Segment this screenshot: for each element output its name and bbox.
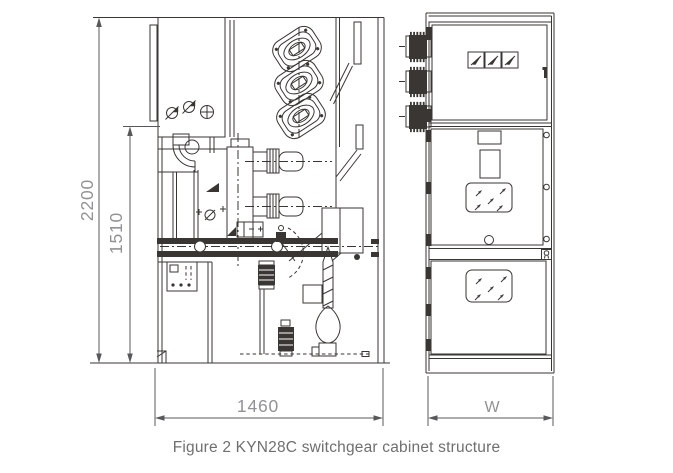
door-hinges xyxy=(426,27,432,122)
breaker-door xyxy=(426,128,550,246)
indicator-lamp-icon xyxy=(165,100,196,120)
cabinet-shell xyxy=(90,17,390,364)
dim-label-w: W xyxy=(484,399,500,416)
divider-band xyxy=(429,248,552,260)
observation-window xyxy=(465,182,513,213)
instrument-door xyxy=(429,24,552,127)
figure-caption: Figure 2 KYN28C switchgear cabinet struc… xyxy=(172,439,501,456)
observation-window xyxy=(465,269,513,303)
current-transformer xyxy=(288,207,364,262)
dim-inner-height: 1510 xyxy=(106,126,160,363)
support-insulators xyxy=(258,260,323,357)
nameplate xyxy=(477,130,502,145)
cable-compartment-door xyxy=(426,260,547,355)
side-section-view xyxy=(90,17,390,364)
dim-label-1510: 1510 xyxy=(106,212,126,254)
cable-termination xyxy=(240,245,370,357)
circuit-breaker-truck xyxy=(172,133,254,268)
dim-label-2200: 2200 xyxy=(77,179,97,221)
crosshair-knob-icon xyxy=(200,105,214,119)
dim-overall-height: 2200 xyxy=(77,17,102,363)
wall-bushings xyxy=(267,21,331,144)
relay-instrument-compartment xyxy=(149,17,235,153)
duct-elbow xyxy=(158,133,227,173)
contact-arms xyxy=(245,148,332,219)
meter-panel xyxy=(467,51,519,69)
interlock-box xyxy=(227,221,264,238)
dim-label-1460: 1460 xyxy=(237,396,279,416)
branch-bus-bushings xyxy=(397,31,433,133)
dim-depth: 1460 xyxy=(154,368,384,426)
panel-lock-icon xyxy=(541,249,552,260)
door-handle-icon xyxy=(542,67,548,78)
truck-guide-rails xyxy=(157,238,379,363)
front-view xyxy=(397,12,555,374)
secondary-plug-box xyxy=(166,261,198,292)
front-cabinet-shell xyxy=(425,12,555,374)
dimension-annotations: 2200 1510 1460 W xyxy=(77,17,554,426)
dim-width: W xyxy=(427,376,554,426)
